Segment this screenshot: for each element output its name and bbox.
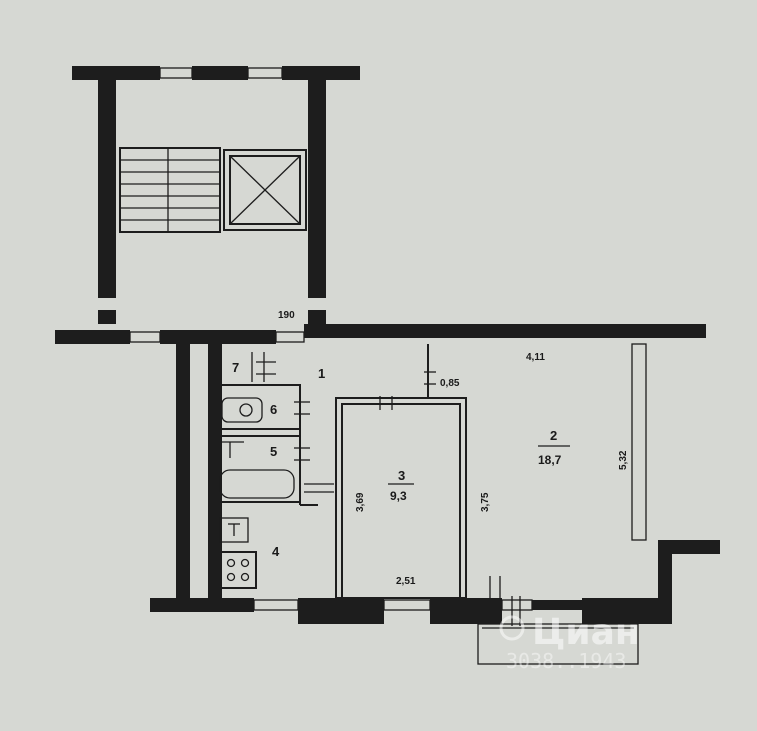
- area-living: 18,7: [538, 453, 562, 467]
- watermark: Циан 3038..1943: [499, 612, 640, 673]
- room-label-wc: 6: [270, 402, 277, 417]
- room-label-kitchen: 4: [272, 544, 280, 559]
- dim-bedroom-left: 3,69: [355, 492, 366, 512]
- room-label-closet: 7: [232, 360, 239, 375]
- dim-bedroom-width: 2,51: [396, 576, 416, 587]
- dim-bedroom-right: 3,75: [480, 492, 491, 512]
- dim-living-depth: 5,32: [618, 450, 629, 470]
- room-label-living: 2: [550, 428, 557, 443]
- room-label-bathroom: 5: [270, 444, 277, 459]
- room-label-hall: 1: [318, 366, 325, 381]
- dim-hall-depth: 0,85: [440, 378, 460, 389]
- stair-dim-label: 190: [278, 310, 295, 321]
- elevator-shaft: [223, 149, 307, 231]
- stairwell: 190: [72, 66, 360, 324]
- stair-flight: [119, 147, 221, 233]
- room-label-bedroom: 3: [398, 468, 405, 483]
- dim-living-width: 4,11: [526, 352, 545, 363]
- area-bedroom: 9,3: [390, 489, 407, 503]
- watermark-brand: Циан: [532, 612, 640, 653]
- watermark-code: 3038..1943: [506, 649, 626, 673]
